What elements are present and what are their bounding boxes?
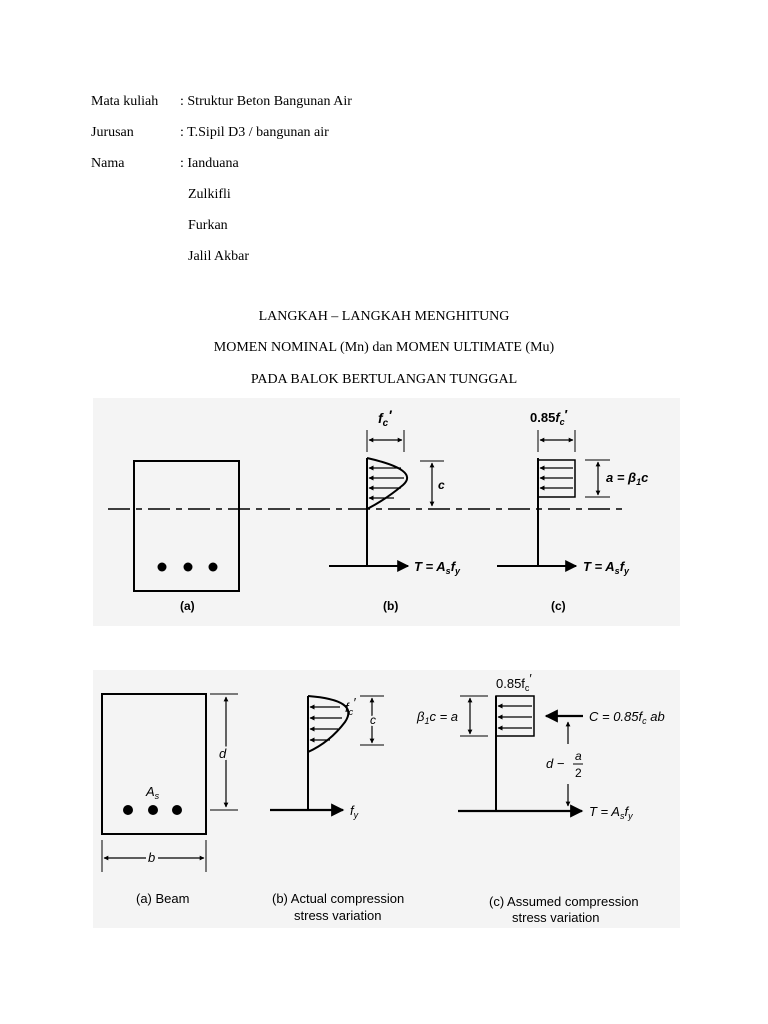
title-line-3: PADA BALOK BERTULANGAN TUNGGAL: [250, 372, 518, 387]
extra-name-2: Furkan: [188, 218, 228, 233]
fc-label-2: fc′: [345, 695, 356, 717]
figure-2-caption-c-line1: (c) Assumed compression: [489, 894, 639, 909]
rebar-dot: [208, 562, 218, 572]
a-label: a = β1c: [606, 470, 649, 487]
figure-2-caption-b-line1: (b) Actual compression: [272, 891, 404, 906]
extra-name-1: Zulkifli: [188, 187, 231, 202]
figure-1-caption-a: (a): [180, 599, 195, 613]
parabolic-stress-curve-2: [307, 695, 350, 753]
lever-arm-label: d −: [546, 756, 565, 771]
svg-text:d: d: [219, 746, 227, 761]
fy-label: fy: [350, 803, 359, 820]
figure-1-caption-c: (c): [551, 599, 566, 613]
rebar-dot: [157, 562, 167, 572]
parabolic-stress-curve: [366, 457, 409, 510]
figure-2-caption-c-line2: stress variation: [512, 910, 599, 925]
course-value: : Struktur Beton Bangunan Air: [180, 94, 352, 109]
stress-block: [537, 459, 576, 498]
fc85-label: 0.85fc′: [530, 407, 568, 427]
figure-2-caption-a: (a) Beam: [136, 891, 189, 906]
b-label: b: [148, 850, 155, 865]
course-label: Mata kuliah: [91, 94, 159, 109]
figure-1-caption-b: (b): [383, 599, 398, 613]
figure-2-caption-b-line2: stress variation: [294, 908, 381, 923]
stress-block-2: [495, 695, 535, 737]
As-label: As: [145, 784, 160, 801]
frac-bottom: 2: [575, 766, 582, 780]
tension-label-b: T = Asfy: [414, 559, 461, 576]
fc-label: fc′: [378, 407, 392, 429]
title-line-2: MOMEN NOMINAL (Mn) dan MOMEN ULTIMATE (M…: [213, 340, 555, 355]
name-label: Nama: [91, 156, 125, 171]
compression-label: C = 0.85fc ab: [589, 709, 665, 726]
frac-top: a: [575, 749, 582, 763]
extra-name-3: Jalil Akbar: [188, 249, 250, 264]
title-line-1: LANGKAH – LANGKAH MENGHITUNG: [258, 309, 510, 324]
beta-label: β1c = a: [416, 709, 458, 726]
rebar-dot: [123, 805, 133, 815]
tension-label-2: T = Asfy: [589, 804, 633, 821]
rebar-dot: [148, 805, 158, 815]
figure-2-background: [93, 670, 680, 928]
beam-section-2: [101, 693, 207, 835]
department-label: Jurusan: [91, 125, 134, 140]
beam-section: [133, 460, 240, 592]
rebar-dot: [183, 562, 193, 572]
department-value: : T.Sipil D3 / bangunan air: [180, 125, 329, 140]
figure-1-background: [93, 398, 680, 626]
d-label: d: [219, 746, 227, 761]
svg-text:c: c: [370, 713, 376, 727]
rebar-dot: [172, 805, 182, 815]
c-label-2: c: [370, 713, 376, 727]
c-label: c: [438, 478, 445, 492]
fc85-label-2: 0.85fc′: [496, 671, 532, 693]
name-value: : Ianduana: [180, 156, 239, 171]
tension-label-c: T = Asfy: [583, 559, 630, 576]
